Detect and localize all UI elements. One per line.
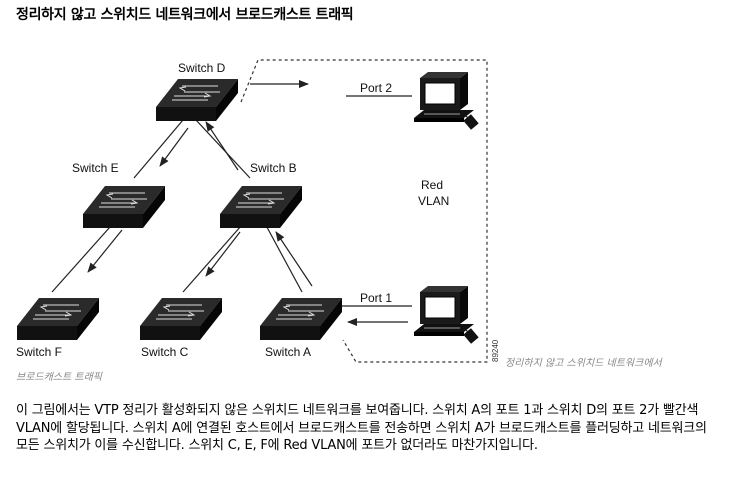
arrow-b-to-c — [205, 231, 241, 277]
network-diagram: Switch D Switch E Switch B Switch F Swit… — [16, 59, 500, 363]
switch-a-label: Switch A — [265, 345, 311, 359]
page-title: 정리하지 않고 스위치드 네트워크에서 브로드캐스트 트래픽 — [16, 7, 354, 23]
switch-e-label: Switch E — [72, 161, 119, 175]
host-d-pc-icon — [413, 71, 475, 123]
switch-f-icon — [16, 297, 100, 341]
red-vlan-label-line1: Red — [421, 178, 443, 192]
switch-c-icon — [139, 297, 223, 341]
arrow-b-to-d — [205, 121, 239, 171]
port-2-label: Port 2 — [360, 81, 392, 95]
red-vlan-label-line2: VLAN — [418, 194, 449, 208]
description-text: 이 그림에서는 VTP 정리가 활성화되지 않은 스위치드 네트워크를 보여줍니… — [16, 403, 707, 453]
link-b-a — [261, 217, 303, 293]
port-1-label: Port 1 — [360, 291, 392, 305]
image-caption-left: 브로드캐스트 트래픽 — [16, 372, 102, 383]
switch-e-icon — [82, 185, 166, 229]
switch-c-label: Switch C — [141, 345, 189, 359]
link-b-c — [182, 217, 249, 293]
host-d-mouse — [463, 114, 479, 130]
arrow-d-to-e — [159, 127, 189, 167]
switch-d-label: Switch D — [178, 61, 226, 75]
broadcast-arrows — [87, 80, 408, 326]
red-vlan-boundary — [240, 59, 488, 363]
switch-b-label: Switch B — [250, 161, 297, 175]
switch-links — [51, 119, 303, 293]
switch-d-icon — [155, 78, 239, 122]
link-d-b — [195, 119, 251, 179]
link-e-f — [51, 217, 119, 293]
switch-a-icon — [259, 297, 343, 341]
switch-b-icon — [219, 185, 303, 229]
host-a-pc-icon — [413, 285, 475, 337]
switch-f-label: Switch F — [16, 345, 62, 359]
figure-id: 89240 — [491, 339, 500, 362]
link-d-e — [133, 119, 184, 179]
arrow-a-to-b — [275, 231, 313, 287]
arrow-e-to-f — [87, 229, 123, 273]
image-caption-right: 정리하지 않고 스위치드 네트워크에서 — [505, 358, 662, 369]
host-a-mouse — [463, 328, 479, 344]
